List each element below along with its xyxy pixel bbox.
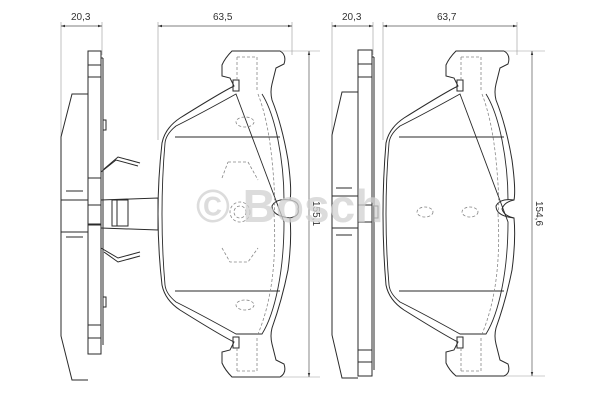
right-height-label: 154,6 <box>533 201 544 226</box>
right-pad-side-view <box>331 22 379 379</box>
left-pad-side-view <box>60 22 159 381</box>
right-thickness-label: 20,3 <box>342 12 362 23</box>
left-pad-front-view <box>157 22 320 378</box>
left-width-label: 63,5 <box>213 12 233 23</box>
left-thickness-label: 20,3 <box>71 12 91 23</box>
right-width-label: 63,7 <box>437 12 457 23</box>
bosch-watermark: © Bosch <box>196 180 383 232</box>
left-height-label: 155,1 <box>310 201 321 226</box>
right-pad-front-view <box>382 22 545 377</box>
